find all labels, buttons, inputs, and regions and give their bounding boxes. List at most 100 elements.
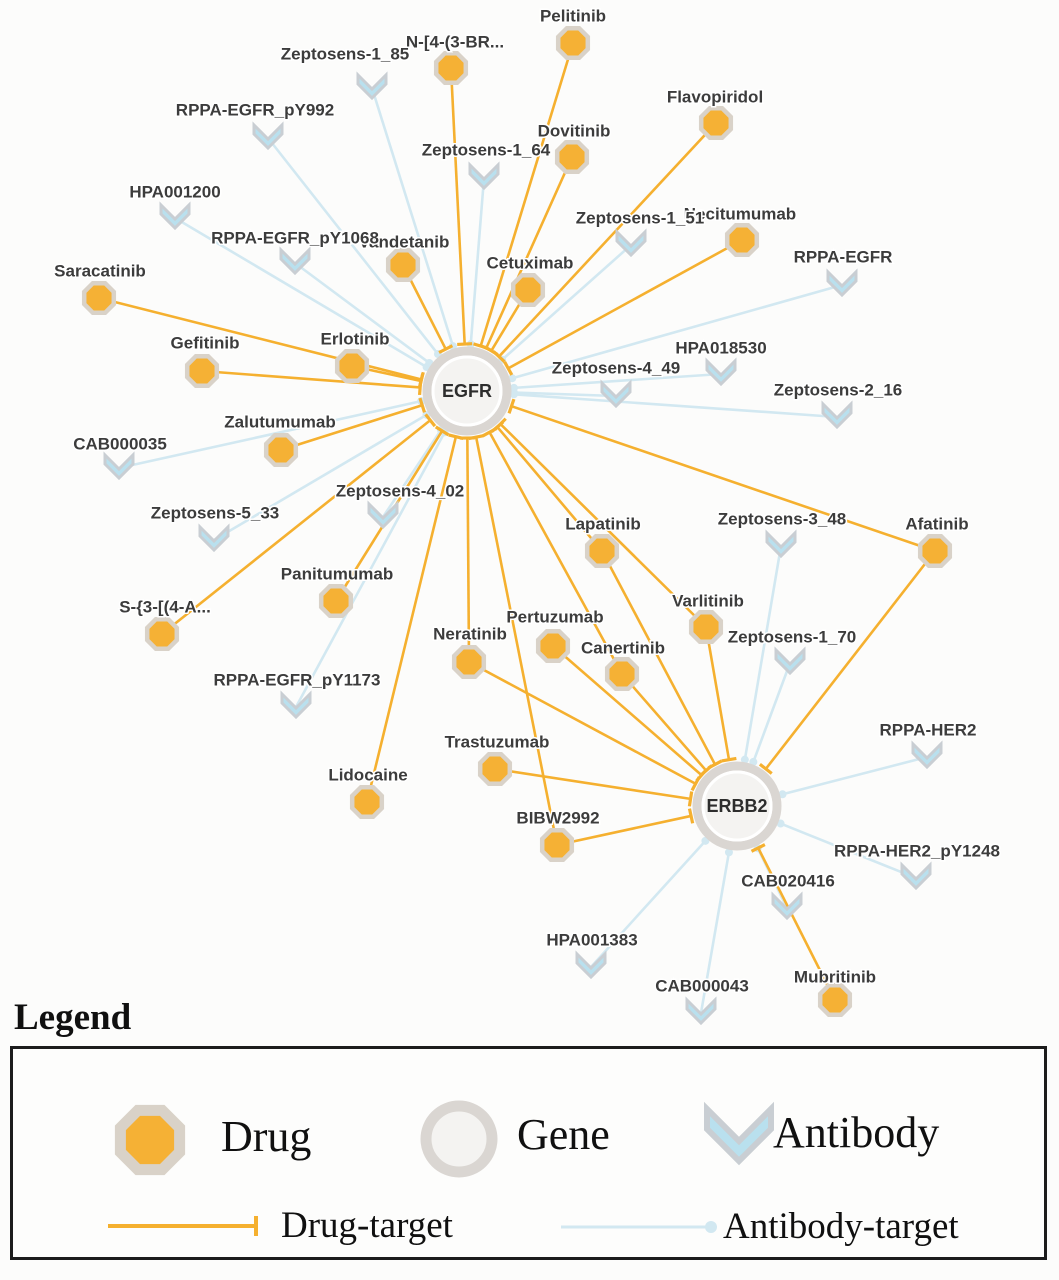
drug-node[interactable] xyxy=(349,784,385,820)
drug-edge-tee xyxy=(507,398,516,414)
antibody-label: Zeptosens-1_70 xyxy=(728,628,857,647)
drug-node[interactable] xyxy=(433,50,469,86)
drug-edge-tee xyxy=(699,764,713,777)
gene-label: ERBB2 xyxy=(706,796,767,816)
drug-node[interactable] xyxy=(385,247,421,283)
antibody-node[interactable] xyxy=(279,246,311,276)
drug-node[interactable] xyxy=(917,533,953,569)
antibody-edges-layer xyxy=(118,87,928,1014)
drug-target-edge xyxy=(474,436,559,846)
drug-target-edge xyxy=(511,404,936,553)
antibody-target-edge xyxy=(370,87,455,347)
antibody-label: Zeptosens-5_33 xyxy=(151,504,280,523)
drug-edge-tee xyxy=(494,417,507,431)
labels-layer: PelitinibN-[4-(3-BR...FlavopiridolDoviti… xyxy=(53,5,1002,997)
antibody-node[interactable] xyxy=(615,228,647,258)
drug-node[interactable] xyxy=(817,982,853,1018)
drug-edge-tee xyxy=(438,344,454,354)
legend-drug-target-label: Drug-target xyxy=(281,1205,453,1246)
antibody-target-edge xyxy=(511,283,843,380)
drug-edge-tee xyxy=(750,843,766,853)
antibody-target-edge xyxy=(174,216,428,369)
antibody-label: RPPA-EGFR_pY1068 xyxy=(211,229,379,248)
antibody-node[interactable] xyxy=(705,357,737,387)
drug-label: Neratinib xyxy=(433,625,507,644)
drug-node[interactable] xyxy=(81,280,117,316)
antibody-target-edge xyxy=(782,755,928,796)
drug-label: Pelitinib xyxy=(540,7,606,26)
antibody-edge-dot xyxy=(778,790,787,799)
antibody-node[interactable] xyxy=(468,161,500,191)
antibody-node[interactable] xyxy=(198,523,230,553)
drug-node[interactable] xyxy=(334,348,370,384)
antibody-node[interactable] xyxy=(575,950,607,980)
antibody-node[interactable] xyxy=(280,690,312,720)
antibody-label: HPA001383 xyxy=(546,931,637,950)
gene-node-egfr[interactable]: EGFR xyxy=(422,346,512,436)
antibody-node[interactable] xyxy=(600,379,632,409)
drug-node[interactable] xyxy=(604,656,640,692)
drug-node[interactable] xyxy=(451,644,487,680)
antibody-target-edge xyxy=(501,244,632,361)
antibody-target-edge xyxy=(469,177,486,345)
gene-node-erbb2[interactable]: ERBB2 xyxy=(692,761,782,851)
drug-node[interactable] xyxy=(263,432,299,468)
drug-label: Varlitinib xyxy=(672,592,744,611)
drug-node[interactable] xyxy=(698,105,734,141)
antibody-edge-dot xyxy=(509,390,518,399)
blue-dot-line-icon xyxy=(561,1221,717,1233)
drug-label: Trastuzumab xyxy=(445,733,550,752)
antibody-target-edge xyxy=(590,839,707,968)
antibody-node[interactable] xyxy=(159,201,191,231)
antibody-target-edge xyxy=(294,431,446,708)
drug-node[interactable] xyxy=(144,616,180,652)
drug-edge-tee xyxy=(687,791,694,807)
antibody-node[interactable] xyxy=(826,268,858,298)
antibody-target-edge xyxy=(213,413,428,542)
drug-node[interactable] xyxy=(688,609,724,645)
antibody-target-edge xyxy=(118,399,422,470)
drug-node[interactable] xyxy=(554,139,590,175)
orange-tee-line-icon xyxy=(108,1216,258,1236)
drug-node[interactable] xyxy=(535,628,571,664)
antibody-node[interactable] xyxy=(367,500,399,530)
gene-circle-icon xyxy=(420,1100,498,1178)
drug-label: Lapatinib xyxy=(565,515,641,534)
drug-target-edge xyxy=(556,814,692,847)
antibody-label: RPPA-EGFR_pY1173 xyxy=(214,671,381,690)
drug-target-edge xyxy=(449,67,466,345)
drug-node[interactable] xyxy=(184,353,220,389)
antibody-node[interactable] xyxy=(356,71,388,101)
drug-node[interactable] xyxy=(724,222,760,258)
drug-target-edge xyxy=(764,550,937,770)
antibody-node[interactable] xyxy=(765,529,797,559)
antibody-node[interactable] xyxy=(252,121,284,151)
nodes-layer: EGFR ERBB2 xyxy=(81,25,953,1026)
antibody-node[interactable] xyxy=(103,451,135,481)
antibody-node[interactable] xyxy=(771,891,803,921)
drug-target-edge xyxy=(161,419,432,636)
drug-node[interactable] xyxy=(555,25,591,61)
antibody-node[interactable] xyxy=(911,740,943,770)
legend-gene-label: Gene xyxy=(517,1110,610,1159)
antibody-label: RPPA-EGFR_pY992 xyxy=(176,101,334,120)
antibody-node[interactable] xyxy=(821,400,853,430)
drug-target-edge xyxy=(496,426,603,552)
drug-target-edge xyxy=(494,767,691,801)
antibody-target-edge xyxy=(266,137,439,355)
drug-node[interactable] xyxy=(318,583,354,619)
drug-node[interactable] xyxy=(477,751,513,787)
drug-target-edge xyxy=(600,550,717,766)
antibody-node[interactable] xyxy=(900,861,932,891)
antibody-edge-dot xyxy=(724,848,733,857)
antibody-node[interactable] xyxy=(685,996,717,1026)
drug-label: Zalutumumab xyxy=(224,413,335,432)
antibody-node[interactable] xyxy=(774,646,806,676)
drug-node[interactable] xyxy=(539,827,575,863)
drug-node[interactable] xyxy=(510,272,546,308)
drug-edge-tee xyxy=(448,433,464,440)
drug-target-edge xyxy=(365,436,458,803)
antibody-label: Zeptosens-2_16 xyxy=(774,381,903,400)
drug-node[interactable] xyxy=(584,533,620,569)
